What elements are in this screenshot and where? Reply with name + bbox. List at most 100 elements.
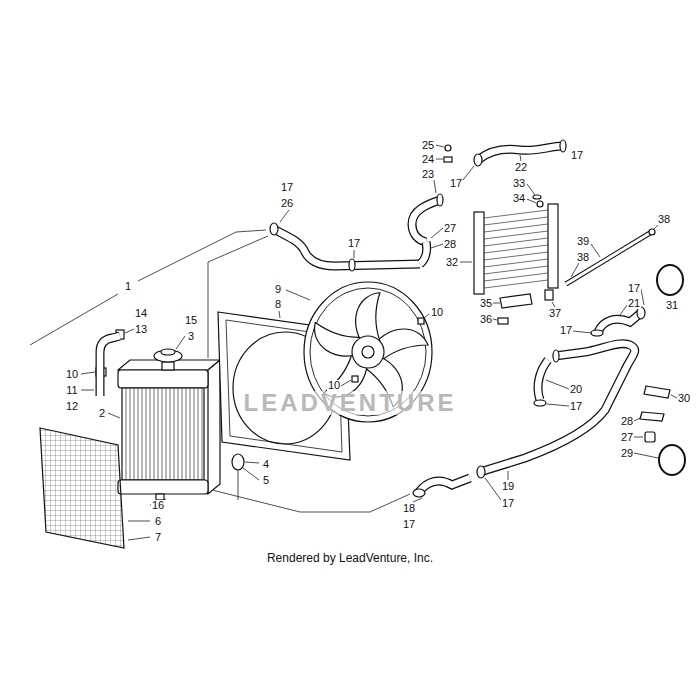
callout-number: 34	[512, 193, 526, 204]
coolant-hoses	[272, 228, 420, 266]
clamp-ring	[657, 265, 685, 475]
callout-number: 11	[65, 385, 78, 396]
leader-line	[552, 302, 555, 307]
hose-clamp	[553, 350, 559, 362]
screw	[537, 201, 543, 207]
callout-number: 10	[430, 307, 444, 318]
radiator	[126, 388, 202, 480]
callout-number: 17	[501, 498, 515, 509]
callout-number: 29	[620, 448, 634, 459]
leader-line	[571, 263, 579, 277]
callout-number: 5	[262, 475, 270, 486]
callout-number: 17	[402, 519, 416, 530]
callout-number: 17	[627, 283, 641, 294]
hose-clamp	[534, 400, 546, 406]
callout-number: 2	[98, 408, 106, 419]
callout-number: 36	[479, 314, 493, 325]
leader-line	[493, 303, 500, 304]
breather-rod	[649, 229, 655, 235]
coolant-hoses	[412, 200, 440, 242]
leader-line	[493, 319, 497, 320]
hose-clamp	[477, 466, 485, 478]
leader-line	[591, 244, 600, 257]
leader-line	[431, 228, 443, 238]
oil-cooler	[545, 290, 553, 300]
callout-number: 3	[187, 331, 195, 342]
leader-line	[641, 289, 644, 305]
caption: Rendered by LeadVenture, Inc.	[267, 552, 433, 564]
cooling-fan	[352, 336, 384, 368]
callout-number: 17	[347, 238, 361, 249]
coolant-hoses	[420, 242, 427, 264]
leader-line	[431, 244, 443, 248]
leader-line	[546, 380, 569, 389]
hose-clamp	[270, 223, 278, 235]
leader-line	[520, 155, 521, 161]
coolant-hoses	[412, 200, 440, 242]
callout-number: 10	[65, 369, 79, 380]
callout-number: 28	[443, 239, 457, 250]
leader-line	[436, 159, 443, 160]
clamp-ring	[657, 265, 683, 295]
callout-number: 27	[443, 223, 457, 234]
cooling-fan	[362, 346, 374, 358]
callout-number: 4	[262, 459, 270, 470]
callout-number: 23	[421, 169, 435, 180]
pad	[645, 432, 655, 442]
leader-line	[125, 329, 134, 333]
clamp-ring	[659, 445, 685, 475]
callout-number: 25	[421, 140, 435, 151]
callout-number: 33	[512, 178, 526, 189]
leader-line	[280, 210, 289, 222]
callout-number: 37	[548, 308, 562, 319]
callout-number: 17	[280, 182, 294, 193]
callout-number: 24	[421, 154, 435, 165]
callout-number: 7	[154, 532, 162, 543]
hose-clamp	[560, 140, 566, 152]
leader-line	[81, 390, 94, 391]
oil-cooler	[474, 204, 558, 308]
leader-line	[634, 418, 640, 421]
breather-rod	[566, 233, 650, 284]
leader-line	[508, 471, 509, 480]
coolant-hoses	[480, 344, 635, 472]
pad	[644, 386, 670, 398]
leader-line	[341, 380, 351, 386]
leader-line	[573, 331, 592, 333]
leader-line	[108, 413, 120, 418]
leader-line	[547, 404, 569, 406]
cooling-fan	[418, 318, 424, 324]
screw	[444, 157, 452, 162]
hose-clamp	[437, 194, 443, 206]
radiator	[122, 388, 204, 480]
callout-number: 10	[327, 380, 341, 391]
callout-number: 20	[569, 384, 583, 395]
leader-line	[634, 437, 643, 438]
coolant-hoses	[478, 146, 562, 160]
radiator-cap	[154, 350, 182, 362]
leader-line	[81, 145, 677, 540]
leader-line	[634, 453, 658, 458]
hose-clamp	[413, 489, 425, 497]
leader-line	[354, 250, 355, 258]
callout-number: 19	[501, 481, 515, 492]
screw	[533, 195, 541, 199]
breather-rod	[566, 233, 650, 284]
radiator	[208, 360, 220, 494]
radiator	[162, 362, 174, 370]
callout-number: 17	[569, 401, 583, 412]
leader-line	[243, 468, 259, 480]
leader-line	[654, 224, 659, 229]
coolant-hoses	[478, 146, 562, 160]
callout-number: 21	[627, 298, 641, 309]
oil-cooler	[484, 210, 548, 288]
assembly-lines	[238, 470, 239, 500]
leader-line	[436, 145, 444, 147]
overflow-hose	[100, 336, 120, 396]
leader-line	[434, 180, 436, 193]
coolant-hoses	[418, 478, 470, 493]
callout-number: 6	[154, 516, 162, 527]
callout-number: 28	[620, 416, 634, 427]
assembly-lines	[212, 490, 410, 512]
